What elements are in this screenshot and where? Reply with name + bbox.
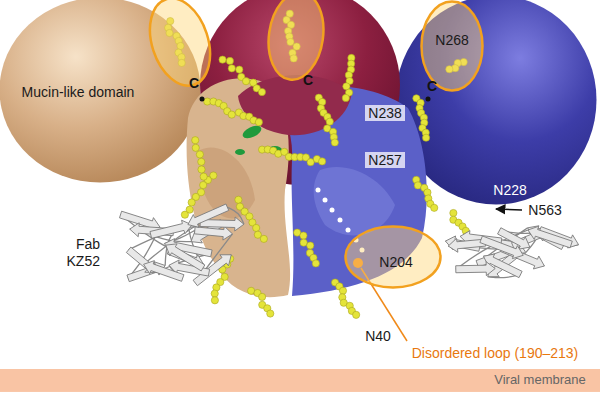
glycan-atom	[312, 260, 319, 267]
glycan-atom	[260, 235, 267, 242]
highlight-ellipse: N204	[344, 225, 442, 289]
glycan-atom	[331, 139, 338, 146]
leader-arrow	[496, 209, 522, 210]
terminus-dot	[200, 97, 205, 102]
glycan-site-label: N228	[493, 182, 526, 198]
loop-label-holder: Disordered loop (190–213)	[412, 345, 579, 362]
glycan-site-label: N40	[365, 328, 391, 345]
beta-strand	[188, 204, 229, 227]
terminus-label: C	[189, 75, 199, 92]
glycan-site-label: N204	[379, 254, 412, 270]
loop-label: Disordered loop (190–213)	[412, 345, 579, 362]
glycan-atom	[228, 65, 235, 72]
glycan-atom	[353, 311, 360, 318]
glycan-atom	[319, 158, 326, 165]
highlight-ellipse-outline	[346, 227, 441, 288]
glycan-atom	[181, 211, 188, 218]
beta-strand	[480, 236, 523, 259]
mucin-domain-sphere: Mucin-like domain	[0, 0, 202, 184]
domain-label: Mucin-like domain	[22, 84, 135, 100]
glycan-atom	[326, 118, 333, 125]
membrane-label: Viral membrane	[494, 373, 586, 388]
highlight-ellipse	[263, 0, 329, 83]
antibody-label-holder: Fab KZ52	[54, 236, 100, 270]
glycan-atom	[300, 232, 307, 239]
glycan-atom	[198, 166, 205, 173]
glycan-atom	[319, 98, 326, 105]
glycan-atom	[188, 199, 195, 206]
glycan-atom	[258, 88, 265, 95]
glycan-atom	[219, 56, 226, 63]
glycan-site-label: N268	[435, 32, 468, 48]
glycan-atom	[211, 297, 218, 304]
glycan-atom	[200, 173, 207, 180]
highlight-ellipse-outline	[422, 2, 483, 91]
beta-strand	[166, 244, 205, 271]
beta-strand	[528, 226, 572, 248]
glycan-atom	[192, 137, 199, 144]
glycan-site-label-holder: N257	[365, 152, 404, 169]
glycan-atom	[300, 239, 307, 246]
glycan-atom	[226, 57, 233, 64]
glycan-atom	[255, 119, 262, 126]
beta-strand	[144, 261, 184, 282]
glycan-atom	[342, 94, 349, 101]
terminus-label-holder: C	[427, 78, 437, 95]
glycan-atom	[192, 144, 199, 151]
receptor-site-patch	[235, 149, 245, 155]
antibody-label: Fab KZ52	[54, 236, 100, 270]
surface-shade	[314, 167, 395, 235]
glycan-atom	[200, 181, 207, 188]
beta-strand	[448, 238, 486, 252]
terminus-label: C	[303, 72, 313, 89]
glycan-site-label: N563	[525, 202, 564, 219]
beta-strand	[150, 220, 192, 238]
glycan-site-label: N257	[365, 152, 404, 169]
terminus-label-holder: C	[303, 72, 313, 89]
membrane-band-fill	[0, 369, 600, 392]
glycan-atom	[228, 111, 235, 118]
glycan-atom	[422, 134, 429, 141]
beta-strand	[456, 262, 495, 276]
glycan-atom	[450, 209, 457, 216]
glycan-atom	[259, 293, 266, 300]
glycan-site-label-holder: N563	[525, 202, 564, 219]
membrane-band: Viral membrane	[0, 369, 600, 392]
mucin-domain-sphere-outline	[0, 0, 201, 183]
glycan-atom	[307, 242, 314, 249]
terminus-label-holder: C	[189, 75, 199, 92]
terminus-dot	[426, 97, 431, 102]
glycan-atom	[431, 204, 438, 211]
glycan-domain-sphere-outline	[396, 0, 597, 205]
glycan-atom	[242, 78, 249, 85]
terminus-label: C	[427, 78, 437, 95]
glycan-atom	[253, 224, 260, 231]
beta-strand	[194, 226, 232, 240]
glycan-site-label-holder: N40	[365, 328, 391, 345]
glycan-site-label-holder: N238	[365, 105, 404, 122]
glycan-atom	[198, 158, 205, 165]
glycan-atom	[267, 310, 274, 317]
glycan-atom	[236, 66, 243, 73]
glycan-site-label: N238	[365, 105, 404, 122]
glycan-atom	[235, 196, 242, 203]
glycan-atom	[196, 151, 203, 158]
glycan-atom	[339, 287, 346, 294]
glycan-atom	[211, 290, 218, 297]
